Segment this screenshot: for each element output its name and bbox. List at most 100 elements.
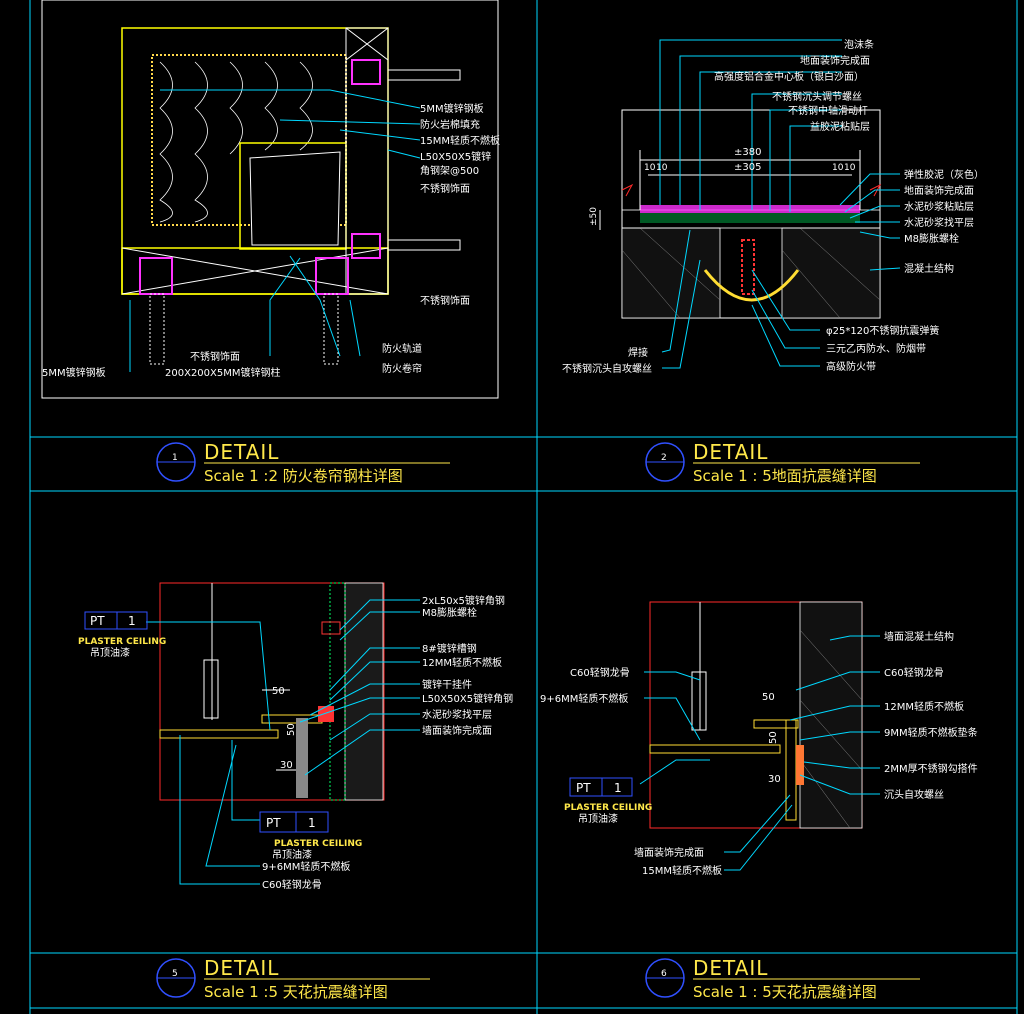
sheet-frame (29, 0, 1018, 1014)
dimension: ±305 (734, 162, 761, 173)
label: M8膨胀螺栓 (904, 232, 959, 245)
tag-number: 1 (308, 816, 316, 830)
tag-code: PT (90, 614, 105, 628)
label: M8膨胀螺栓 (422, 606, 477, 619)
label: 墙面装饰完成面 (634, 846, 704, 859)
label: 益胶泥粘贴层 (810, 120, 870, 133)
dimension: 10 (644, 163, 656, 173)
detail-5-drawing (84, 582, 420, 885)
label: 地面装饰完成面 (904, 184, 974, 197)
label: 不锈钢饰面 (190, 350, 240, 363)
label: 5MM镀锌钢板 (420, 102, 484, 115)
dimension: 10 (656, 163, 668, 173)
label: 5MM镀锌钢板 (42, 366, 106, 379)
label: 9MM轻质不燃板垫条 (884, 726, 978, 739)
label: 沉头自攻螺丝 (884, 788, 944, 801)
detail-2-labels: 泡沫条 地面装饰完成面 高强度铝合金中心板（银白沙面） 不锈钢沉头调节螺丝 不锈… (562, 38, 984, 375)
label: 15MM轻质不燃板 (420, 134, 500, 147)
label: 9+6MM轻质不燃板 (540, 692, 628, 705)
tag-code: PT (266, 816, 281, 830)
tag-cn: 吊顶油漆 (90, 646, 130, 659)
detail-heading: DETAIL (693, 956, 768, 980)
label: 不锈钢饰面 (420, 182, 470, 195)
tag-cn: 吊顶油漆 (272, 848, 312, 861)
tag-number: 1 (128, 614, 136, 628)
label: 2xL50x5镀锌角钢 (422, 594, 505, 607)
title-block-detail-2: 2 DETAIL Scale 1 : 5地面抗震缝详图 (645, 440, 920, 485)
label: 不锈钢中轴滑动杆 (788, 104, 868, 117)
detail-1-drawing (121, 27, 461, 372)
tag-code: PT (576, 781, 591, 795)
dimension: 10 (844, 163, 856, 173)
label: 弹性胶泥（灰色） (904, 168, 984, 181)
label: 高级防火带 (826, 360, 876, 373)
label: C60轻钢龙骨 (884, 666, 944, 679)
label: 8#镀锌槽钢 (422, 642, 477, 655)
detail-6-drawing (569, 601, 880, 871)
dimension: ±50 (589, 207, 599, 226)
label: C60轻钢龙骨 (262, 878, 322, 891)
label: 防火卷帘 (382, 362, 422, 375)
detail-5-labels: PT 1 PLASTER CEILING 吊顶油漆 PT 1 PLASTER C… (78, 594, 513, 891)
label: 水泥砂浆找平层 (422, 708, 492, 721)
tag-name: PLASTER CEILING (564, 803, 652, 813)
label: 2MM厚不锈钢勾搭件 (884, 762, 978, 775)
label: 泡沫条 (844, 38, 874, 51)
label: 墙面混凝土结构 (884, 630, 954, 643)
label: L50X50X5镀锌 (420, 150, 491, 163)
label: 水泥砂浆找平层 (904, 216, 974, 229)
detail-6-labels: PT 1 PLASTER CEILING 吊顶油漆 墙面混凝土结构 C60轻钢龙… (540, 630, 978, 877)
detail-heading: DETAIL (693, 440, 768, 464)
title-block-detail-1: 1 DETAIL Scale 1 :2 防火卷帘钢柱详图 (156, 440, 450, 485)
detail-1-labels: 5MM镀锌钢板 防火岩棉填充 15MM轻质不燃板 L50X50X5镀锌 角钢架@… (42, 102, 500, 379)
label: 混凝土结构 (904, 262, 954, 275)
label: 200X200X5MM镀锌钢柱 (165, 366, 281, 379)
label: 水泥砂浆粘贴层 (904, 200, 974, 213)
tag-number: 1 (614, 781, 622, 795)
label: C60轻钢龙骨 (570, 666, 630, 679)
label: 三元乙丙防水、防烟带 (826, 342, 926, 355)
title-block-detail-5: 5 DETAIL Scale 1 :5 天花抗震缝详图 (156, 956, 430, 1001)
detail-number: 6 (661, 969, 667, 979)
dimension: 10 (832, 163, 844, 173)
label: 镀锌干挂件 (422, 678, 472, 691)
label: L50X50X5镀锌角钢 (422, 692, 513, 705)
dimension: 50 (272, 686, 285, 697)
detail-subtitle: Scale 1 : 5地面抗震缝详图 (693, 467, 877, 485)
label: 地面装饰完成面 (800, 54, 870, 67)
tag-name: PLASTER CEILING (274, 839, 362, 849)
detail-subtitle: Scale 1 :5 天花抗震缝详图 (204, 983, 388, 1001)
label: 防火轨道 (382, 342, 422, 355)
dimension: 30 (280, 760, 293, 771)
dimension: 50 (768, 731, 779, 744)
label: 角钢架@500 (420, 164, 479, 177)
label: 9+6MM轻质不燃板 (262, 860, 350, 873)
detail-heading: DETAIL (204, 440, 279, 464)
label: φ25*120不锈钢抗震弹簧 (826, 324, 939, 337)
detail-heading: DETAIL (204, 956, 279, 980)
label: 墙面装饰完成面 (422, 724, 492, 737)
label: 不锈钢沉头调节螺丝 (772, 90, 862, 103)
label: 12MM轻质不燃板 (884, 700, 964, 713)
dimension: ±380 (734, 147, 761, 158)
label: 15MM轻质不燃板 (642, 864, 722, 877)
dimension: 30 (768, 774, 781, 785)
label: 防火岩棉填充 (420, 118, 480, 131)
detail-number: 5 (172, 969, 178, 979)
detail-number: 1 (172, 453, 178, 463)
title-block-detail-6: 6 DETAIL Scale 1 : 5天花抗震缝详图 (645, 956, 920, 1001)
dimension: 50 (286, 723, 297, 736)
detail-subtitle: Scale 1 :2 防火卷帘钢柱详图 (204, 467, 403, 485)
label: 焊接 (628, 346, 648, 359)
label: 高强度铝合金中心板（银白沙面） (714, 70, 864, 83)
dimension: 50 (762, 692, 775, 703)
label: 不锈钢饰面 (420, 294, 470, 307)
label: 12MM轻质不燃板 (422, 656, 502, 669)
detail-number: 2 (661, 453, 667, 463)
label: 不锈钢沉头自攻螺丝 (562, 362, 652, 375)
detail-subtitle: Scale 1 : 5天花抗震缝详图 (693, 983, 877, 1001)
tag-name: PLASTER CEILING (78, 637, 166, 647)
tag-cn: 吊顶油漆 (578, 812, 618, 825)
detail-2-drawing (599, 39, 901, 369)
